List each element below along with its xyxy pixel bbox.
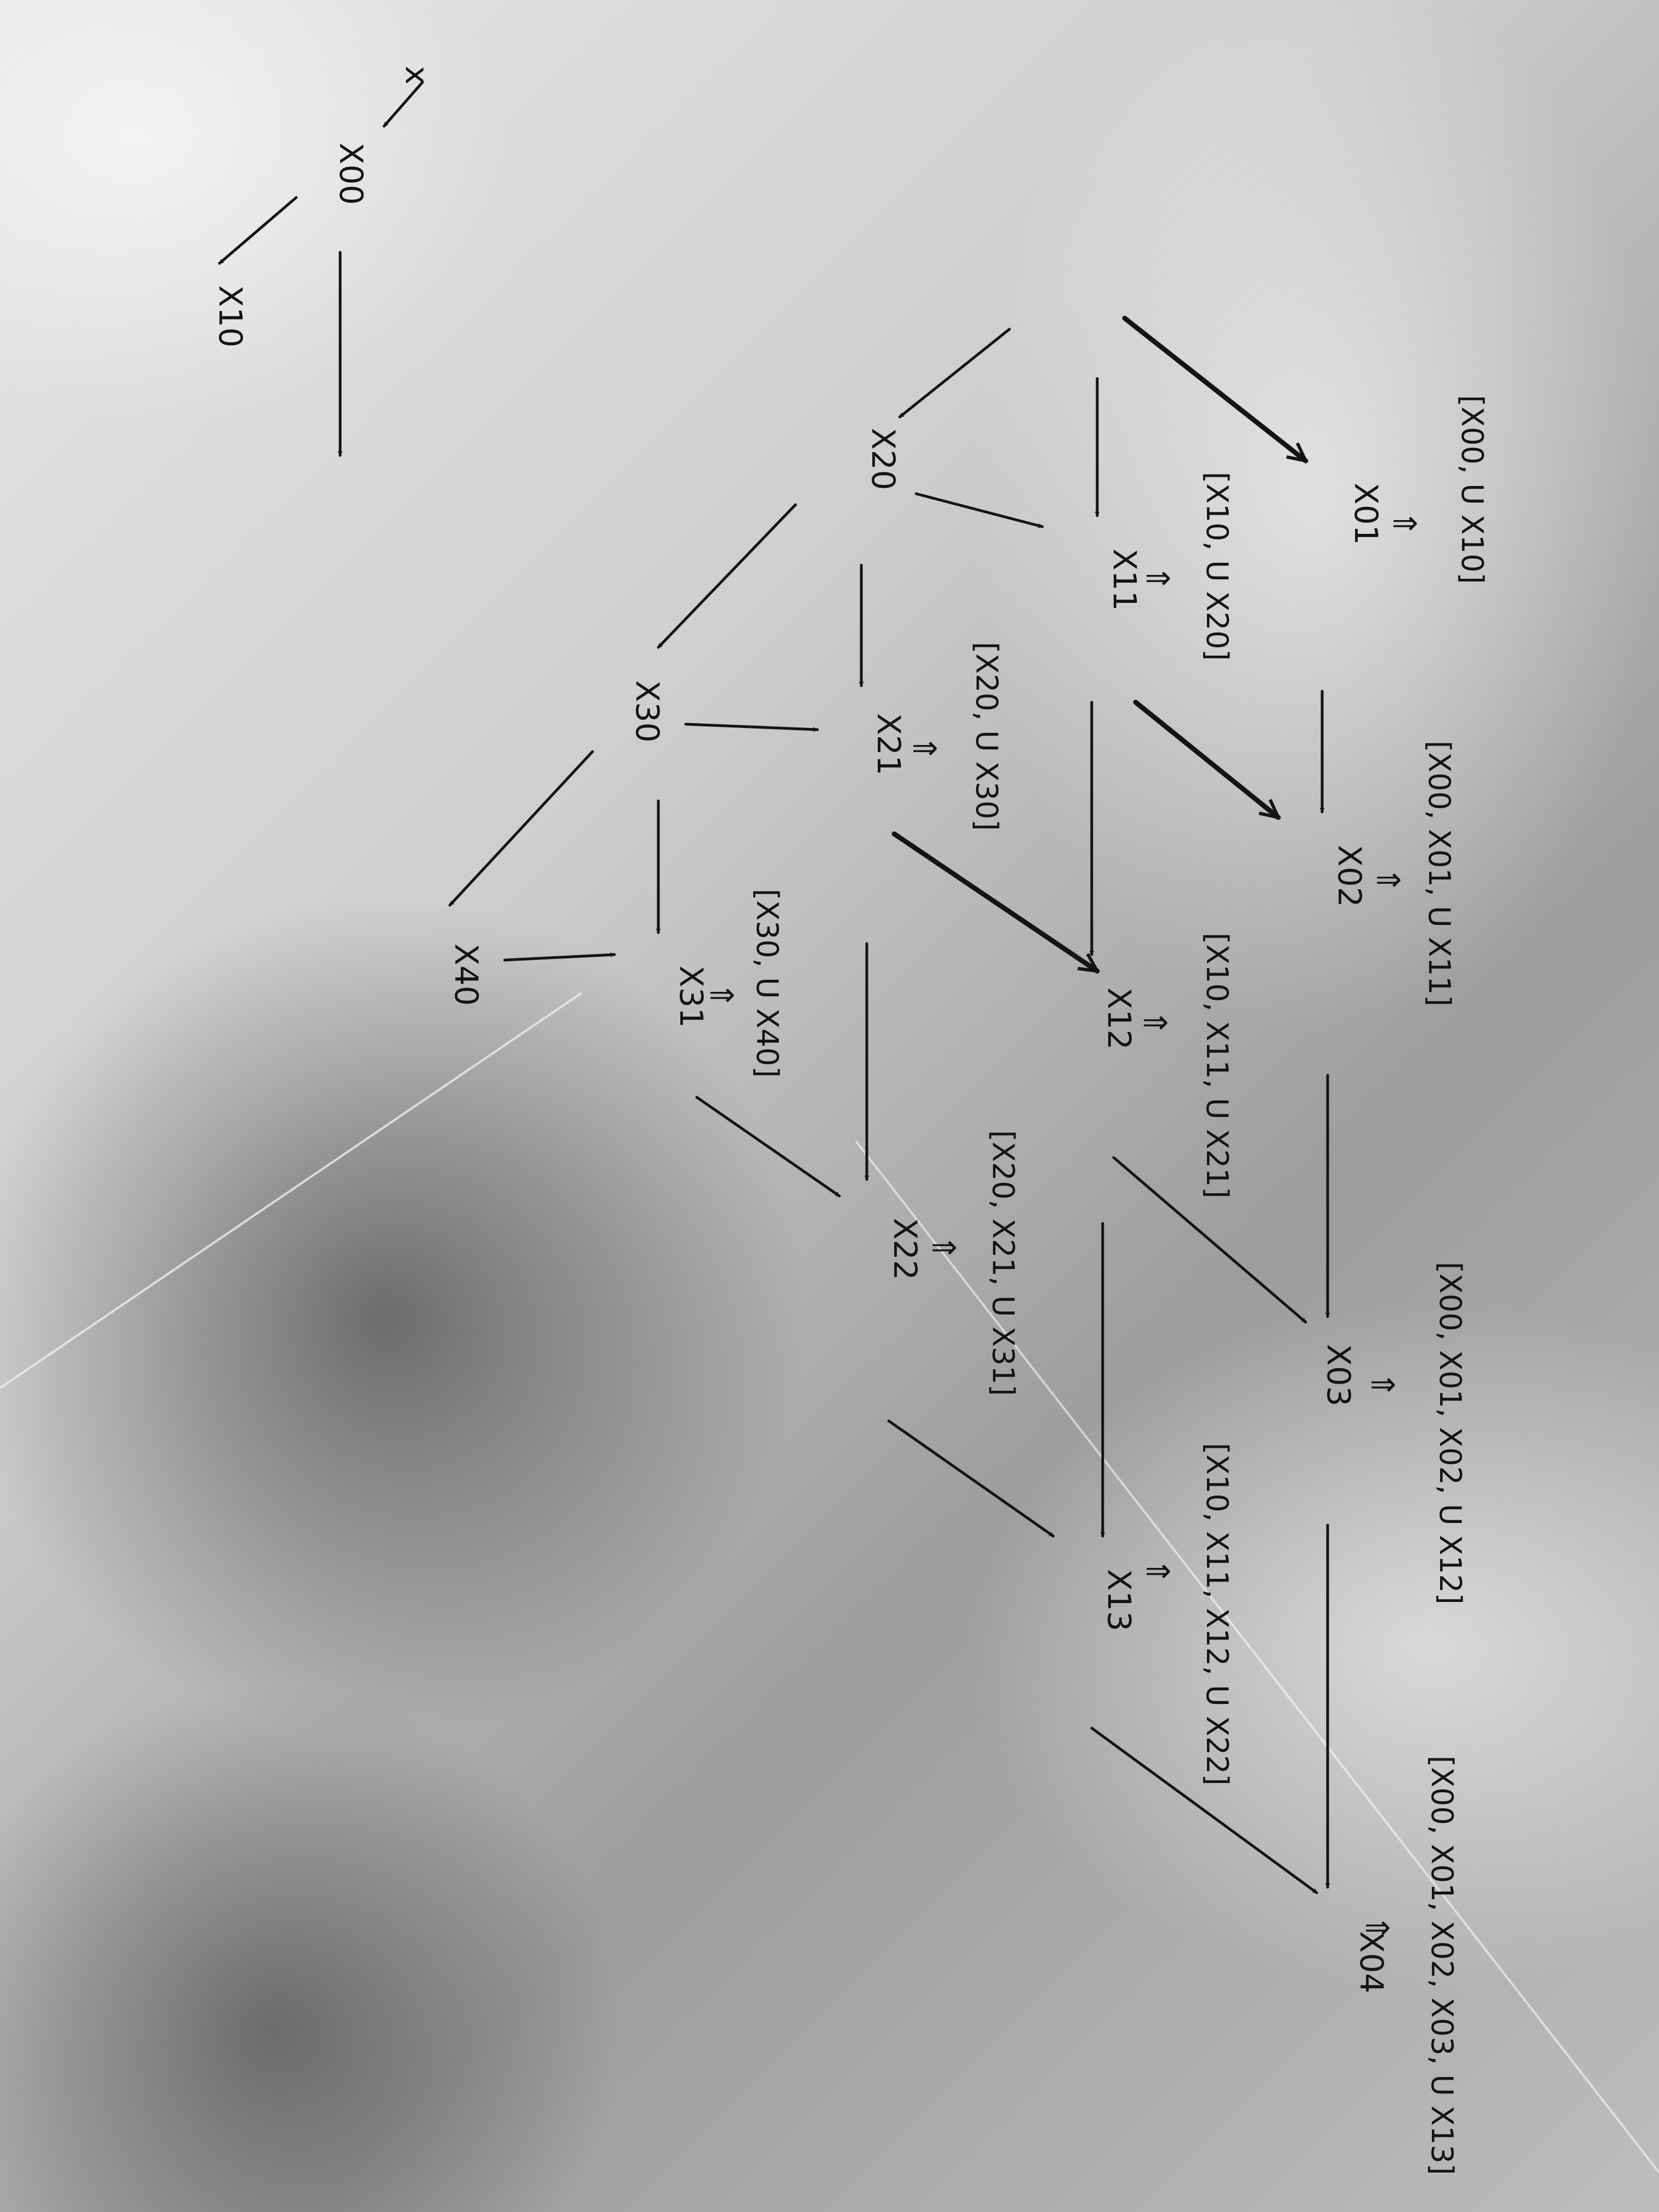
node-x01: X01	[1347, 483, 1385, 545]
start-symbol: x	[398, 66, 436, 84]
encoder-edges	[218, 196, 1011, 907]
node-x31: X31	[673, 966, 710, 1028]
equiv-x12: ⇑	[1136, 1009, 1173, 1036]
edge-x13-x04	[1090, 1726, 1318, 1894]
input-arrow	[382, 81, 424, 128]
equiv-x22: ⇑	[925, 1234, 962, 1261]
node-x13: X13	[1101, 1569, 1138, 1632]
node-x20: X20	[865, 428, 902, 490]
equiv-x04: ⇑	[1358, 1915, 1396, 1942]
node-x12: X12	[1101, 988, 1138, 1050]
edge-x11-x02	[1133, 699, 1278, 820]
edge-x20-x30	[657, 503, 797, 649]
edge-x30-x40	[448, 750, 594, 907]
edge-x10-x20	[898, 328, 1011, 419]
node-x22: X22	[887, 1218, 924, 1280]
edge-x31-x22	[695, 1096, 841, 1198]
node-x00: X00	[332, 143, 370, 205]
node-x21: X21	[870, 713, 907, 776]
note-x11: [X10, U X20]	[1200, 472, 1234, 661]
note-x02: [X00, X01, U X11]	[1422, 741, 1457, 1007]
node-x40: X40	[448, 944, 485, 1006]
edge-x10-x01	[1122, 315, 1306, 464]
node-x03: X03	[1320, 1344, 1357, 1407]
node-labels: x X00 X10 X20 X30 X40 X01 X11 X21 X31 X0…	[212, 66, 1390, 1994]
edge-x40-x31	[503, 955, 616, 962]
edge-x00-x10	[218, 196, 298, 265]
note-x04: [X00, X01, X02, X03, U X13]	[1425, 1756, 1459, 2175]
node-x04: X04	[1353, 1931, 1390, 1994]
node-x02: X02	[1331, 845, 1368, 907]
equiv-x02: ⇑	[1369, 867, 1407, 894]
node-x11: X11	[1106, 549, 1143, 611]
upsample-edges	[503, 315, 1318, 1894]
skip-edges	[340, 251, 1328, 1889]
note-x31: [X30, U X40]	[750, 889, 785, 1078]
equiv-x31: ⇑	[703, 982, 740, 1009]
edge-x22-x13	[887, 1419, 1055, 1538]
equiv-x01: ⇑	[1386, 510, 1423, 537]
edge-input-x00	[382, 81, 424, 128]
edge-x20-x11	[915, 492, 1044, 528]
equiv-x13: ⇑	[1139, 1558, 1176, 1585]
edge-x30-x21	[684, 723, 819, 730]
note-x22: [X20, X21, U X31]	[986, 1130, 1020, 1396]
edge-x12-x03	[1112, 1156, 1307, 1324]
equiv-x21: ⇑	[906, 735, 943, 762]
node-x10: X10	[212, 285, 249, 348]
note-x12: [X10, X11, U X21]	[1200, 933, 1234, 1199]
concat-notes: [X00, U X10] ⇑ [X10, U X20] ⇑ [X20, U X3…	[703, 395, 1489, 2175]
note-x03: [X00, X01, X02, U X12]	[1433, 1262, 1468, 1605]
note-x21: [X20, U X30]	[969, 642, 1004, 831]
equiv-x03: ⇑	[1364, 1372, 1401, 1398]
note-x13: [X10, X11, X12, U X22]	[1200, 1443, 1234, 1786]
edge-x21-x12	[891, 831, 1097, 974]
node-x30: X30	[629, 680, 666, 743]
equiv-x11: ⇑	[1139, 565, 1176, 592]
note-x01: [X00, U X10]	[1455, 395, 1489, 584]
